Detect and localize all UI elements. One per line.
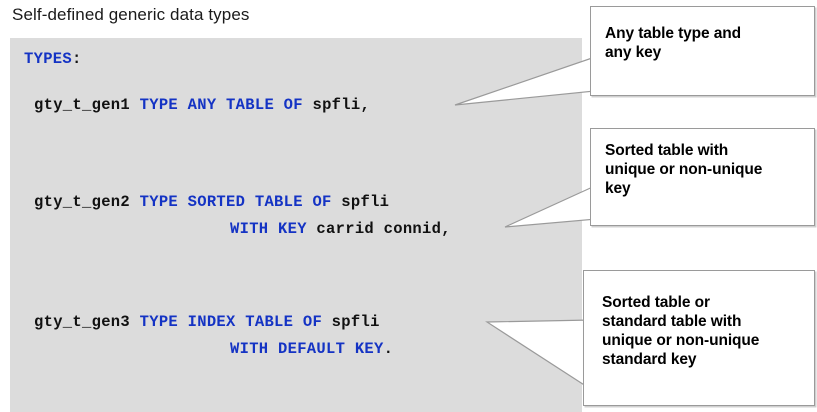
types-colon: : xyxy=(72,50,82,68)
gen1-type-ref: spfli, xyxy=(312,96,371,114)
callout-2-text: Sorted table with unique or non-unique k… xyxy=(605,142,763,197)
code-line-gen2-continuation: WITH KEY carrid connid, xyxy=(230,220,451,238)
spacer xyxy=(130,96,140,114)
code-line-gen1: gty_t_gen1 TYPE ANY TABLE OF spfli, xyxy=(34,96,370,114)
callout-3-pointer xyxy=(485,319,593,392)
gen3-keywords: TYPE INDEX TABLE OF xyxy=(139,313,323,331)
callout-box-index-table: Sorted table or standard table with uniq… xyxy=(583,270,815,406)
callout-1-pointer xyxy=(454,56,596,106)
callout-box-sorted-table: Sorted table with unique or non-unique k… xyxy=(590,128,815,226)
spacer xyxy=(307,220,317,238)
gen3-cont-value: . xyxy=(383,340,394,358)
gen2-keywords: TYPE SORTED TABLE OF xyxy=(139,193,332,211)
callout-box-any-table: Any table type and any key xyxy=(590,6,815,96)
spacer xyxy=(130,193,140,211)
gen3-type-ref: spfli xyxy=(331,313,380,331)
gen2-type-ref: spfli xyxy=(341,193,390,211)
gen1-keywords: TYPE ANY TABLE OF xyxy=(139,96,303,114)
gen2-type-name: gty_t_gen2 xyxy=(34,193,131,211)
code-line-gen3: gty_t_gen3 TYPE INDEX TABLE OF spfli xyxy=(34,313,380,331)
callout-2-pointer xyxy=(504,184,598,228)
spacer xyxy=(130,313,140,331)
code-line-types: TYPES: xyxy=(24,50,82,68)
callout-3-text: Sorted table or standard table with uniq… xyxy=(602,294,760,368)
gen3-cont-keywords: WITH DEFAULT KEY xyxy=(230,340,384,358)
gen1-type-name: gty_t_gen1 xyxy=(34,96,131,114)
page-title: Self-defined generic data types xyxy=(12,5,250,24)
gen2-cont-value: carrid connid, xyxy=(316,220,451,238)
code-line-gen3-continuation: WITH DEFAULT KEY. xyxy=(230,340,393,358)
gen3-type-name: gty_t_gen3 xyxy=(34,313,131,331)
code-line-gen2: gty_t_gen2 TYPE SORTED TABLE OF spfli xyxy=(34,193,389,211)
callout-1-text: Any table type and any key xyxy=(605,25,742,61)
spacer xyxy=(332,193,342,211)
gen2-cont-keywords: WITH KEY xyxy=(230,220,307,238)
types-keyword: TYPES xyxy=(24,50,73,68)
spacer xyxy=(322,313,332,331)
